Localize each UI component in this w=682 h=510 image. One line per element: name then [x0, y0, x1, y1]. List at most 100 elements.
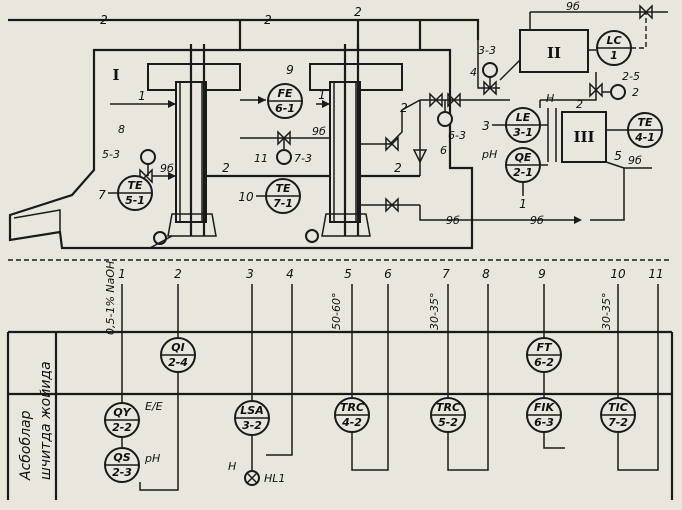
svg-text:9б: 9б: [566, 0, 580, 13]
svg-text:2-5: 2-5: [622, 70, 640, 83]
svg-text:7-1: 7-1: [273, 197, 293, 210]
instrument-te-4-1: TE 4-1 9б: [606, 112, 663, 167]
svg-text:9б: 9б: [628, 154, 642, 167]
svg-text:1: 1: [519, 197, 527, 211]
instrument-5-3: 8 5-3 9б: [102, 123, 176, 184]
svg-text:5-3: 5-3: [102, 148, 120, 161]
svg-text:6-2: 6-2: [534, 356, 554, 369]
svg-text:6-3: 6-3: [448, 129, 466, 142]
svg-text:H: H: [546, 92, 554, 105]
svg-text:10: 10: [238, 190, 254, 204]
svg-text:QE: QE: [515, 151, 532, 164]
svg-text:2: 2: [394, 161, 402, 175]
right-piping: 2 9б 9б: [360, 99, 652, 227]
instrument-fik-6-3: FIK 6-3: [526, 397, 562, 433]
svg-text:9: 9: [286, 63, 294, 77]
svg-text:0,5-1% NaOH: 0,5-1% NaOH: [104, 261, 117, 335]
instrument-tic-7-2: TIC 7-2: [600, 397, 636, 433]
instrument-qs-2-3: QS 2-3 pH: [104, 437, 160, 483]
valve-group-center: 9б 11 7-3: [240, 125, 330, 165]
flow-label: 2: [264, 13, 272, 27]
flow-label: 1: [138, 89, 146, 103]
flow-label: 2: [100, 13, 108, 27]
water-supply-line: 2 2 2: [8, 5, 480, 50]
instrument-le-3-1: LE 3-1 3: [482, 107, 548, 143]
svg-text:7-3: 7-3: [294, 152, 312, 165]
svg-text:LC: LC: [606, 34, 621, 47]
svg-text:TRC: TRC: [340, 401, 364, 414]
panel-label-top: Асбоблар: [18, 410, 34, 481]
svg-text:11: 11: [254, 152, 268, 165]
svg-text:4-2: 4-2: [341, 416, 362, 429]
signal-lines: [121, 284, 659, 491]
svg-text:5-2: 5-2: [438, 416, 458, 429]
svg-text:9б: 9б: [446, 214, 460, 227]
svg-text:3-3: 3-3: [478, 44, 496, 57]
unit-label: I: [112, 66, 119, 84]
svg-text:30-35°: 30-35°: [428, 293, 441, 330]
instrument-qy-2-2: QY 2-2 E/E: [104, 400, 163, 438]
svg-text:QS: QS: [113, 451, 130, 464]
svg-text:6-1: 6-1: [275, 102, 295, 115]
svg-text:LSA: LSA: [240, 404, 263, 417]
svg-text:2: 2: [576, 98, 583, 111]
svg-text:6-3: 6-3: [534, 416, 554, 429]
column-number: 3: [246, 267, 254, 281]
instrument-trc-5-2: TRC 5-2: [430, 397, 466, 433]
column-number: 11: [648, 267, 663, 281]
unit-ii-tank: II 9б: [499, 0, 668, 81]
svg-text:TIC: TIC: [608, 401, 628, 414]
svg-text:1: 1: [610, 49, 618, 62]
water-line-mid: 2 2: [206, 161, 420, 178]
svg-text:TE: TE: [637, 116, 653, 129]
flow-label: 2: [354, 5, 362, 19]
svg-text:30-35°: 30-35°: [600, 293, 613, 330]
column-number: 8: [482, 267, 490, 281]
svg-text:III: III: [573, 128, 594, 146]
svg-text:H: H: [228, 460, 236, 473]
valve-group-top-right: 6-3 6: [420, 40, 510, 157]
column-number: 10: [610, 267, 626, 281]
column-number: 5: [344, 267, 352, 281]
svg-text:50-60°: 50-60°: [330, 293, 343, 330]
svg-text:4-1: 4-1: [634, 131, 655, 144]
instrument-te-5-1: TE 5-1 7: [98, 175, 153, 211]
svg-text:TE: TE: [127, 179, 143, 192]
svg-text:9б: 9б: [530, 214, 544, 227]
svg-text:3-1: 3-1: [513, 126, 533, 139]
stream-1: 1 1: [110, 88, 330, 108]
instrument-fe-6-1: FE 6-1 9: [267, 63, 303, 119]
svg-text:FE: FE: [277, 87, 293, 100]
svg-text:3: 3: [482, 119, 490, 133]
instrument-qi-2-4: QI 2-4: [160, 337, 196, 373]
svg-text:pH: pH: [481, 148, 497, 161]
column-numbers: 1 2 3 4 5 6 7 8 9 10 11: [118, 267, 663, 281]
svg-text:TE: TE: [275, 182, 291, 195]
svg-text:FT: FT: [536, 341, 553, 354]
svg-text:HL1: HL1: [264, 472, 285, 485]
svg-text:QI: QI: [171, 341, 184, 354]
svg-text:7-2: 7-2: [608, 416, 628, 429]
panel-label-bottom: шчитда жойида: [38, 361, 54, 480]
column-left: [147, 44, 241, 249]
column-number: 9: [538, 267, 546, 281]
svg-text:E/E: E/E: [145, 400, 163, 413]
svg-text:2: 2: [222, 161, 230, 175]
column-number: 1: [118, 267, 126, 281]
column-number: 2: [174, 267, 182, 281]
flow-label: 1: [318, 88, 326, 102]
panel-frame: Асбоблар шчитда жойида: [6, 330, 674, 500]
svg-text:TRC: TRC: [436, 401, 460, 414]
svg-text:II: II: [547, 44, 561, 62]
svg-text:3-2: 3-2: [242, 419, 262, 432]
svg-text:2: 2: [400, 101, 408, 115]
svg-text:pH: pH: [144, 452, 160, 465]
instrument-lc-1: LC 1: [596, 12, 647, 66]
column-number: 6: [384, 267, 392, 281]
instrument-qe-2-1: QE 2-1 pH 1: [481, 147, 548, 211]
svg-text:8: 8: [118, 123, 125, 136]
instrument-2-5: 2-5 2 2: [540, 70, 640, 111]
svg-text:5-1: 5-1: [125, 194, 145, 207]
instrument-trc-4-2: TRC 4-2: [334, 397, 370, 433]
svg-text:7: 7: [98, 188, 106, 202]
